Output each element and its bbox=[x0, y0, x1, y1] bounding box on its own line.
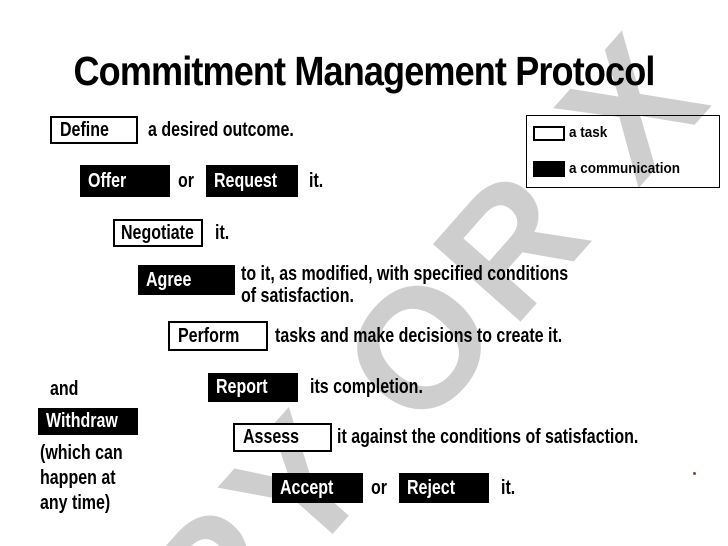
step-box-define: Define bbox=[50, 116, 138, 144]
step-box-negotiate: Negotiate bbox=[113, 219, 203, 247]
step-text-assess: it against the conditions of satisfactio… bbox=[337, 426, 639, 448]
step-box-agree: Agree bbox=[138, 265, 235, 295]
step-box-withdraw: Withdraw bbox=[38, 408, 138, 435]
step-row-report: Report its completion. bbox=[208, 373, 451, 402]
step-box-reject: Reject bbox=[399, 473, 489, 503]
step-box-assess: Assess bbox=[233, 423, 332, 452]
step-box-accept: Accept bbox=[272, 473, 363, 503]
step-text-agree-line2: of satisfaction. bbox=[241, 285, 354, 307]
step-box-report: Report bbox=[208, 373, 298, 402]
step-box-perform-label: Perform bbox=[178, 324, 240, 347]
legend-communication-swatch bbox=[533, 161, 565, 177]
step-box-accept-label: Accept bbox=[280, 476, 334, 499]
step-box-offer-label: Offer bbox=[88, 169, 127, 192]
step-box-negotiate-label: Negotiate bbox=[121, 221, 194, 244]
artifact-dot bbox=[693, 472, 696, 475]
aside-conjunction-row: and bbox=[50, 377, 86, 400]
legend-task-label: a task bbox=[569, 124, 608, 141]
page-title: Commitment Management Protocol bbox=[73, 48, 655, 94]
step-box-agree-label: Agree bbox=[146, 268, 192, 291]
aside-note: (which can happen at any time) bbox=[40, 441, 143, 516]
step-box-define-label: Define bbox=[60, 118, 109, 141]
connector-or-1: or bbox=[178, 169, 194, 192]
step-row-accept-reject: Accept or Reject it. bbox=[272, 473, 519, 503]
step-box-request-label: Request bbox=[214, 169, 278, 192]
step-box-request: Request bbox=[206, 165, 298, 197]
step-box-perform: Perform bbox=[168, 321, 268, 351]
aside-note-line2: happen at bbox=[40, 467, 116, 489]
step-text-offer-request: it. bbox=[309, 169, 324, 192]
step-text-negotiate: it. bbox=[215, 221, 230, 244]
connector-or-2: or bbox=[371, 476, 387, 499]
legend-communication-label: a communication bbox=[569, 160, 681, 177]
step-text-report: its completion. bbox=[310, 376, 423, 398]
step-box-offer: Offer bbox=[80, 165, 170, 197]
step-row-assess: Assess it against the conditions of sati… bbox=[233, 423, 714, 452]
step-row-perform: Perform tasks and make decisions to crea… bbox=[168, 321, 634, 351]
step-row-agree: Agree to it, as modified, with specified… bbox=[138, 264, 650, 308]
step-box-withdraw-label: Withdraw bbox=[46, 410, 118, 432]
step-text-accept-reject: it. bbox=[501, 476, 516, 499]
step-row-offer-request: Offer or Request it. bbox=[80, 165, 327, 197]
legend-box: a task a communication bbox=[526, 115, 720, 188]
step-box-report-label: Report bbox=[216, 376, 268, 398]
aside-withdraw-row: Withdraw bbox=[38, 408, 138, 435]
step-text-perform: tasks and make decisions to create it. bbox=[275, 324, 563, 347]
step-box-assess-label: Assess bbox=[243, 426, 300, 448]
step-text-agree: to it, as modified, with specified condi… bbox=[241, 264, 650, 308]
step-text-define: a desired outcome. bbox=[148, 118, 294, 141]
legend-task-swatch bbox=[533, 126, 565, 141]
step-row-negotiate: Negotiate it. bbox=[113, 219, 233, 247]
step-text-agree-line1: to it, as modified, with specified condi… bbox=[241, 263, 569, 285]
aside-conjunction: and bbox=[50, 377, 79, 400]
step-box-reject-label: Reject bbox=[407, 476, 456, 499]
aside-note-line3: any time) bbox=[40, 492, 111, 514]
aside-note-line1: (which can bbox=[40, 442, 123, 464]
step-row-define: Define a desired outcome. bbox=[50, 116, 330, 144]
